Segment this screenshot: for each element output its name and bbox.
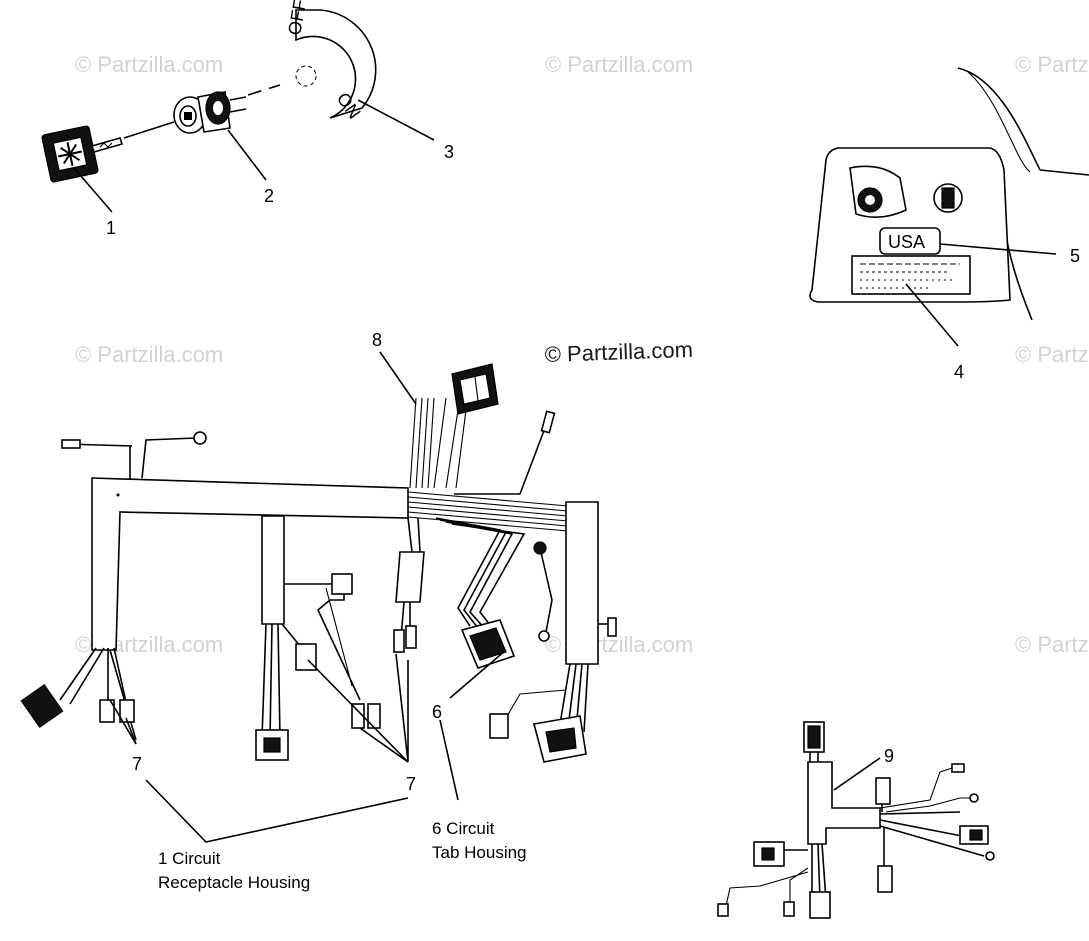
callout-3: 3 (444, 142, 454, 162)
dash-panel: USA (809, 67, 1089, 347)
watermark-text: © Partzilla.com (1015, 52, 1089, 77)
caption-tab-line1: 6 Circuit (432, 819, 495, 838)
leader-line (357, 99, 435, 141)
key-part-1 (41, 125, 124, 183)
leader-line (109, 699, 137, 745)
callout-6: 6 (432, 702, 442, 722)
leader-line (227, 129, 267, 181)
watermark-text-center: © Partzilla.com (544, 337, 693, 367)
callout-9: 9 (884, 746, 894, 766)
caption-receptacle-line1: 1 Circuit (158, 849, 221, 868)
watermark-text: © Partzilla.com (545, 52, 693, 77)
leader-line (307, 653, 409, 763)
leader-line (73, 167, 113, 213)
ignition-switch-part-2 (123, 84, 281, 139)
leader-line (379, 351, 417, 405)
usa-badge-text: USA (888, 232, 925, 252)
callout-7-right: 7 (406, 774, 416, 794)
callout-5: 5 (1070, 246, 1080, 266)
callout-1: 1 (106, 218, 116, 238)
watermark-text: © Partzilla.com (75, 52, 223, 77)
leader-line (145, 779, 409, 843)
caption-tab-line2: Tab Housing (432, 843, 527, 862)
off-on-decal-part-3: OFF ON (284, 0, 377, 122)
watermarks: © Partzilla.com © Partzilla.com © Partzi… (75, 52, 1089, 657)
callout-4: 4 (954, 362, 964, 382)
callout-2: 2 (264, 186, 274, 206)
leader-line (833, 757, 881, 791)
caption-receptacle-line2: Receptacle Housing (158, 873, 310, 892)
warning-label (851, 255, 971, 295)
leader-line (449, 649, 507, 699)
callout-7-left: 7 (132, 754, 142, 774)
leader-line (439, 719, 459, 801)
watermark-text: © Partzilla.com (1015, 632, 1089, 657)
watermark-text: © Partzilla.com (1015, 342, 1089, 367)
sub-harness-part-9 (717, 721, 995, 919)
usa-badge (879, 227, 941, 255)
watermark-text: © Partzilla.com (75, 342, 223, 367)
callout-8: 8 (372, 330, 382, 350)
